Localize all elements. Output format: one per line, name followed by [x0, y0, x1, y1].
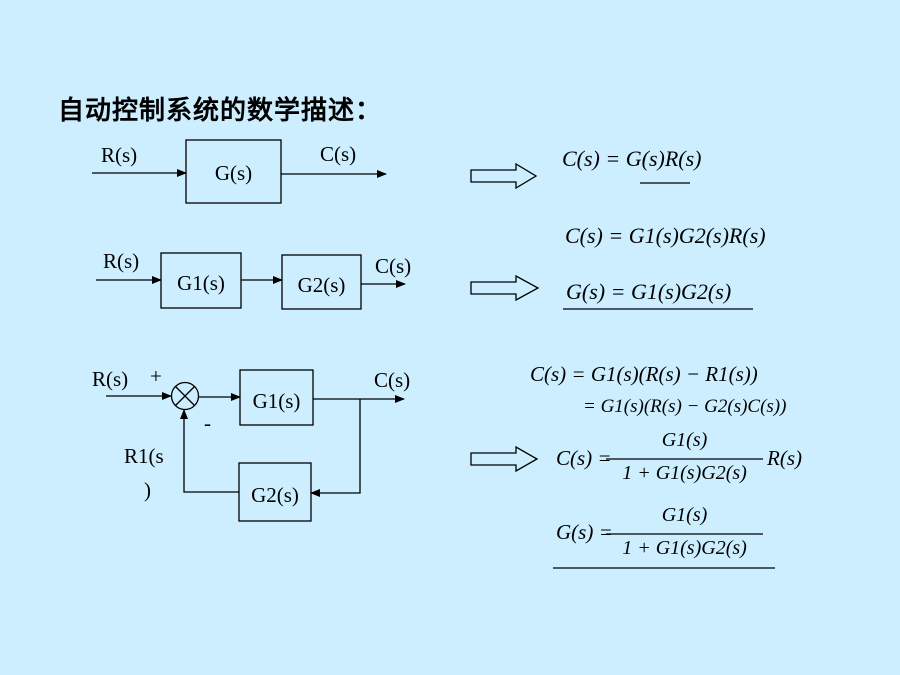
d3-block2-label: G2(s)	[251, 483, 299, 507]
d1-output-label: C(s)	[320, 142, 357, 166]
d3-implies-arrow	[470, 445, 539, 473]
d3-block-g1	[239, 369, 314, 426]
d3-block1-label: G1(s)	[252, 389, 301, 413]
d3-input-label: R(s)	[92, 367, 129, 391]
d1-equation: C(s) = G(s)R(s)	[562, 146, 702, 171]
d3-feedback-label-line2: )	[144, 478, 151, 502]
summing-junction	[170, 381, 200, 411]
d2-block-g2	[281, 254, 362, 310]
d3-equation3-lhs: C(s) =	[556, 446, 612, 470]
d2-equation2: G(s) = G1(s)G2(s)	[566, 279, 732, 304]
d3-equation3-numerator: G1(s)	[661, 429, 708, 451]
d3-feedback-path-right	[310, 399, 361, 497]
d2-block2-label: G2(s)	[297, 273, 346, 297]
d1-implies-arrow	[470, 162, 538, 190]
d3-equation1: C(s) = G1(s)(R(s) − R1(s))	[530, 362, 758, 386]
d1-block-label: G(s)	[214, 161, 253, 185]
d2-input-label: R(s)	[103, 249, 140, 273]
d2-block1-label: G1(s)	[177, 271, 225, 295]
d3-feedback-path-left	[180, 409, 239, 493]
d1-input-label: R(s)	[101, 143, 138, 167]
d3-equation2: = G1(s)(R(s) − G2(s)C(s))	[583, 396, 787, 417]
d3-feedback-label-line1: R1(s	[124, 444, 164, 468]
d3-equation4-lhs: G(s) =	[556, 520, 613, 544]
d3-output-label: C(s)	[374, 368, 411, 392]
d3-equation4-numerator: G1(s)	[661, 504, 708, 526]
d3-equation3-rhs: R(s)	[767, 446, 802, 470]
d2-implies-arrow	[470, 274, 540, 302]
d3-minus-sign: -	[204, 411, 211, 435]
d3-equation3-denominator: 1 + G1(s)G2(s)	[622, 462, 747, 484]
d2-output-label: C(s)	[375, 254, 412, 278]
d3-plus-sign: +	[150, 364, 162, 388]
d2-equation1: C(s) = G1(s)G2(s)R(s)	[565, 223, 766, 248]
page-title: 自动控制系统的数学描述：	[58, 96, 383, 126]
d1-block-g	[185, 139, 282, 204]
d3-equation4-denominator: 1 + G1(s)G2(s)	[622, 537, 747, 559]
